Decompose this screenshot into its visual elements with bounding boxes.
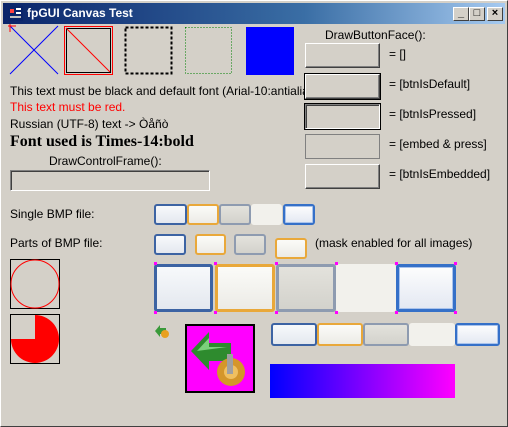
- small-button-disabled: [409, 323, 455, 346]
- window-title: fpGUI Canvas Test: [27, 6, 133, 20]
- stretched-default: [215, 264, 275, 312]
- small-button-pressed: [363, 323, 409, 346]
- canvas-area: This text must be black and default font…: [3, 24, 505, 426]
- control-frame: [10, 170, 210, 191]
- stretched-disabled: [336, 264, 396, 312]
- stretched-normal: [154, 264, 213, 312]
- bmp-part-pressed: [234, 234, 266, 255]
- draw-control-frame-label: DrawControlFrame():: [49, 154, 162, 168]
- dashed-rect: [124, 26, 173, 75]
- red-text: This text must be red.: [10, 100, 126, 114]
- bmp-disabled: [251, 204, 282, 225]
- red-rect-diagonal: [64, 26, 113, 75]
- bmp-default: [187, 204, 219, 225]
- button-face-pressed[interactable]: [304, 103, 381, 130]
- button-face-label: = [embed & press]: [389, 137, 487, 151]
- russian-text: Russian (UTF-8) text -> Òåñò: [10, 117, 169, 131]
- single-bmp-label: Single BMP file:: [10, 207, 95, 221]
- blue-filled-rect: [246, 27, 294, 75]
- button-face-normal[interactable]: [305, 43, 380, 68]
- black-default-text: This text must be black and default font…: [10, 84, 347, 98]
- small-button-hover: [455, 323, 500, 346]
- bmp-part-masked: [275, 238, 307, 259]
- small-arrow-icon: [155, 325, 169, 338]
- stretch-markers: [154, 262, 457, 314]
- x-cross-shape: [8, 24, 59, 75]
- minimize-button[interactable]: _: [453, 7, 469, 21]
- close-button[interactable]: ×: [487, 7, 503, 21]
- minimize-icon: _: [457, 7, 465, 19]
- button-face-label: = []: [389, 47, 407, 61]
- times-font-text: Font used is Times-14:bold: [10, 133, 194, 150]
- button-face-embed-press[interactable]: [305, 134, 380, 159]
- stretched-arrow-icon: [191, 332, 245, 386]
- shapes-row: [8, 24, 294, 75]
- app-icon: [8, 6, 23, 21]
- stretched-hover: [396, 264, 456, 312]
- small-button-default: [317, 323, 363, 346]
- bmp-part-default: [195, 234, 226, 255]
- blue-magenta-gradient: [270, 364, 455, 398]
- close-icon: ×: [491, 7, 499, 19]
- button-face-label: = [btnIsEmbedded]: [389, 167, 491, 181]
- parts-bmp-label: Parts of BMP file:: [10, 236, 103, 250]
- bmp-part-normal: [154, 234, 186, 255]
- maximize-button[interactable]: □: [469, 7, 485, 21]
- draw-button-face-label: DrawButtonFace():: [325, 28, 426, 42]
- bmp-hover: [283, 204, 315, 225]
- dotted-green-rect: [185, 27, 232, 74]
- arc-shapes: [10, 259, 60, 364]
- button-face-embedded[interactable]: [305, 164, 380, 189]
- button-face-label: = [btnIsPressed]: [389, 107, 477, 121]
- magenta-image: [185, 324, 255, 393]
- title-bar[interactable]: fpGUI Canvas Test _ □ ×: [3, 3, 505, 24]
- maximize-icon: □: [473, 7, 481, 19]
- button-face-default[interactable]: [304, 73, 381, 100]
- mask-note-text: (mask enabled for all images): [315, 236, 473, 250]
- stretched-pressed: [276, 264, 336, 312]
- bmp-pressed: [219, 204, 251, 225]
- bmp-normal: [154, 204, 187, 225]
- small-button-normal: [271, 323, 317, 346]
- button-face-label: = [btnIsDefault]: [389, 77, 471, 91]
